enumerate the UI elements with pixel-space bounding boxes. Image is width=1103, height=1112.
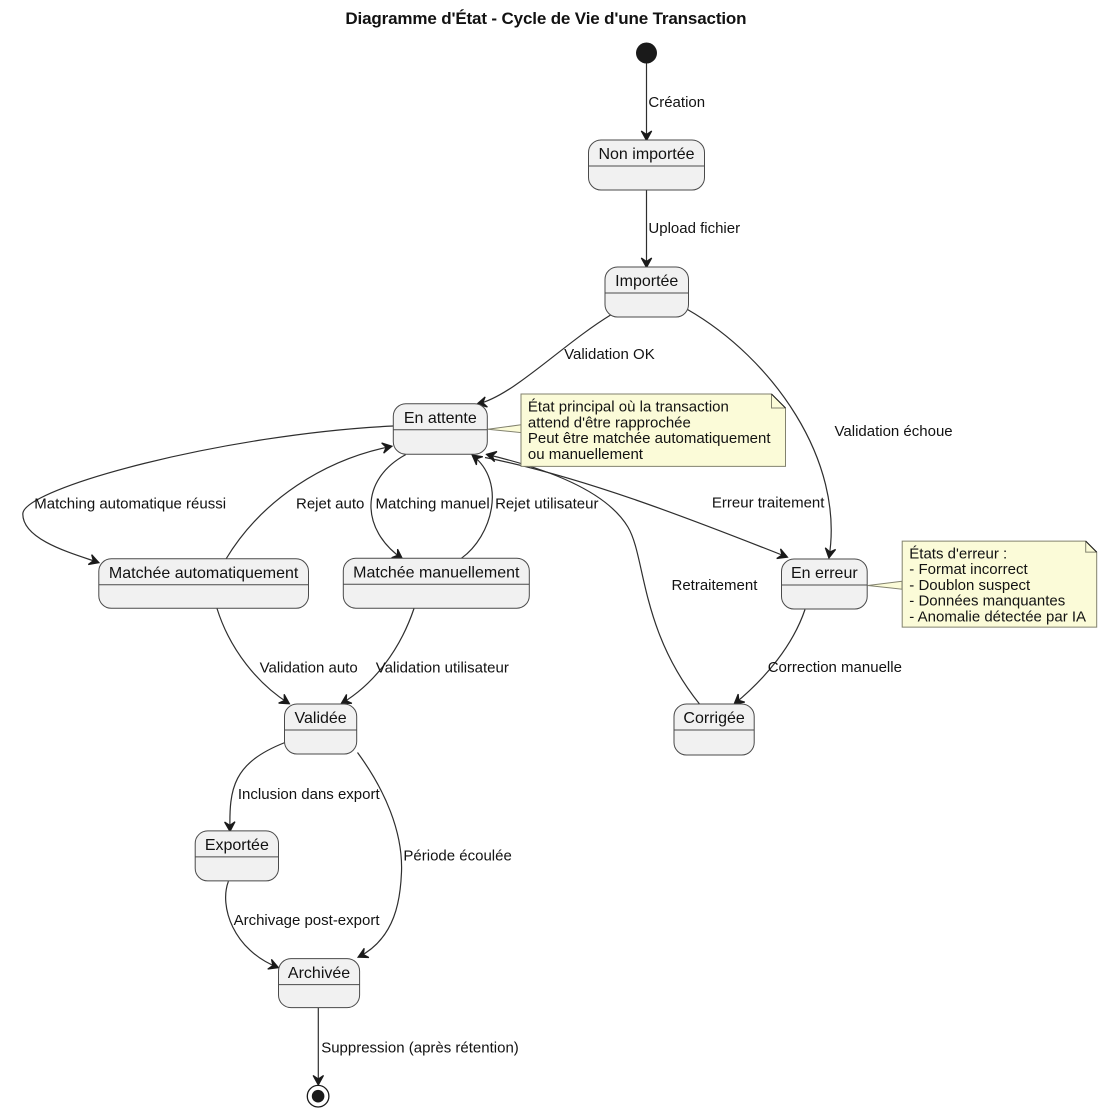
svg-text:- Anomalie détectée par IA: - Anomalie détectée par IA (909, 608, 1086, 625)
svg-text:Exportée: Exportée (205, 837, 269, 854)
svg-text:Archivée: Archivée (288, 965, 350, 982)
svg-text:- Doublon suspect: - Doublon suspect (909, 577, 1031, 594)
svg-text:- Format incorrect: - Format incorrect (909, 561, 1028, 578)
svg-text:Rejet auto: Rejet auto (296, 495, 364, 512)
svg-text:Validation OK: Validation OK (564, 346, 655, 363)
svg-text:En attente: En attente (404, 410, 477, 427)
svg-text:Matchée automatiquement: Matchée automatiquement (109, 565, 299, 582)
svg-text:Création: Création (648, 94, 705, 111)
svg-text:Peut être matchée automatiquem: Peut être matchée automatiquement (528, 430, 771, 447)
svg-text:Non importée: Non importée (598, 146, 694, 163)
svg-text:États d'erreur :: États d'erreur : (909, 545, 1007, 562)
svg-text:État principal où la transacti: État principal où la transaction (528, 399, 729, 416)
svg-text:Archivage post-export: Archivage post-export (234, 912, 381, 929)
svg-text:En erreur: En erreur (791, 565, 858, 582)
svg-text:Validation auto: Validation auto (260, 659, 358, 676)
svg-text:Matching manuel: Matching manuel (376, 495, 490, 512)
svg-text:Validation échoue: Validation échoue (835, 423, 953, 440)
svg-text:Inclusion dans export: Inclusion dans export (238, 786, 381, 803)
svg-text:Correction manuelle: Correction manuelle (768, 659, 902, 676)
svg-text:Retraitement: Retraitement (672, 577, 759, 594)
svg-text:ou manuellement: ou manuellement (528, 446, 644, 463)
svg-text:- Données manquantes: - Données manquantes (909, 593, 1065, 610)
svg-text:Rejet utilisateur: Rejet utilisateur (495, 495, 598, 512)
svg-text:Upload fichier: Upload fichier (648, 220, 740, 237)
svg-text:attend d'être rapprochée: attend d'être rapprochée (528, 414, 691, 431)
svg-text:Validée: Validée (295, 710, 347, 727)
svg-text:Matching automatique réussi: Matching automatique réussi (34, 495, 226, 512)
svg-text:Matchée manuellement: Matchée manuellement (353, 564, 520, 581)
svg-text:Importée: Importée (615, 273, 678, 290)
svg-text:Période écoulée: Période écoulée (403, 848, 511, 865)
svg-text:Diagramme d'État - Cycle de Vi: Diagramme d'État - Cycle de Vie d'une Tr… (345, 9, 746, 28)
svg-text:Validation utilisateur: Validation utilisateur (376, 659, 509, 676)
svg-text:Suppression (après rétention): Suppression (après rétention) (321, 1039, 519, 1056)
svg-text:Erreur traitement: Erreur traitement (712, 495, 825, 512)
svg-text:Corrigée: Corrigée (683, 710, 744, 727)
